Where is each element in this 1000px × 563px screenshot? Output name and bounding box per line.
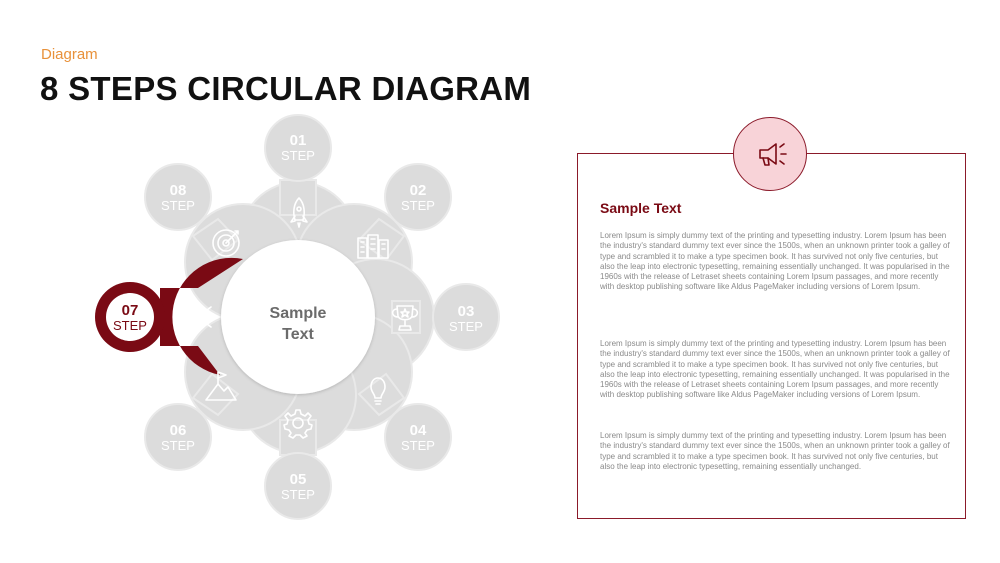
- center-text-line1: Sample: [270, 305, 327, 322]
- panel-icon-badge: [733, 117, 807, 191]
- mountain-flag-icon: [205, 371, 237, 401]
- step-02[interactable]: 02 STEP: [401, 182, 435, 213]
- step-05-label: STEP: [281, 487, 315, 502]
- step-03-label: STEP: [449, 319, 483, 334]
- step-01-label: STEP: [281, 148, 315, 163]
- step-05[interactable]: 05 STEP: [281, 471, 315, 502]
- megaphone-icon: [186, 306, 214, 329]
- step-03[interactable]: 03 STEP: [449, 303, 483, 334]
- slide-title: 8 STEPS CIRCULAR DIAGRAM: [40, 70, 532, 107]
- step-02-number: 02: [410, 182, 427, 199]
- step-08-number: 08: [170, 182, 187, 199]
- text-panel: Sample Text Lorem Ipsum is simply dummy …: [577, 153, 966, 519]
- step-01-number: 01: [290, 132, 307, 149]
- step-05-number: 05: [290, 471, 307, 488]
- lightbulb-icon: [370, 377, 386, 405]
- slide-subtitle: Diagram: [41, 46, 98, 63]
- rocket-icon: [290, 197, 308, 228]
- step-06[interactable]: 06 STEP: [161, 422, 195, 453]
- panel-paragraph-3: Lorem Ipsum is simply dummy text of the …: [600, 431, 950, 471]
- step-07-label: STEP: [113, 318, 147, 333]
- step-07-number: 07: [122, 302, 139, 319]
- step-02-label: STEP: [401, 198, 435, 213]
- step-03-number: 03: [458, 303, 475, 320]
- step-04[interactable]: 04 STEP: [401, 422, 435, 453]
- panel-paragraph-2: Lorem Ipsum is simply dummy text of the …: [600, 339, 950, 400]
- megaphone-icon: [759, 143, 787, 166]
- gear-icon: [283, 409, 313, 439]
- circular-diagram: 01 STEP 02 STEP 03 STEP 04 STEP 05 STEP …: [95, 114, 500, 520]
- target-icon: [212, 229, 240, 257]
- panel-heading: Sample Text: [600, 200, 682, 216]
- step-circles: [144, 114, 500, 520]
- center-circle: Sample Text: [221, 240, 375, 394]
- step-08-label: STEP: [161, 198, 195, 213]
- step-01[interactable]: 01 STEP: [281, 132, 315, 163]
- step-08[interactable]: 08 STEP: [161, 182, 195, 213]
- panel-paragraph-1: Lorem Ipsum is simply dummy text of the …: [600, 231, 950, 292]
- step-07[interactable]: 07 STEP: [113, 302, 147, 333]
- center-text-line2: Text: [282, 326, 314, 343]
- buildings-icon: [357, 234, 389, 259]
- step-04-label: STEP: [401, 438, 435, 453]
- step-06-label: STEP: [161, 438, 195, 453]
- step-06-number: 06: [170, 422, 187, 439]
- step-07-active-segment[interactable]: [95, 257, 243, 375]
- trophy-icon: [391, 305, 419, 331]
- step-04-number: 04: [410, 422, 427, 439]
